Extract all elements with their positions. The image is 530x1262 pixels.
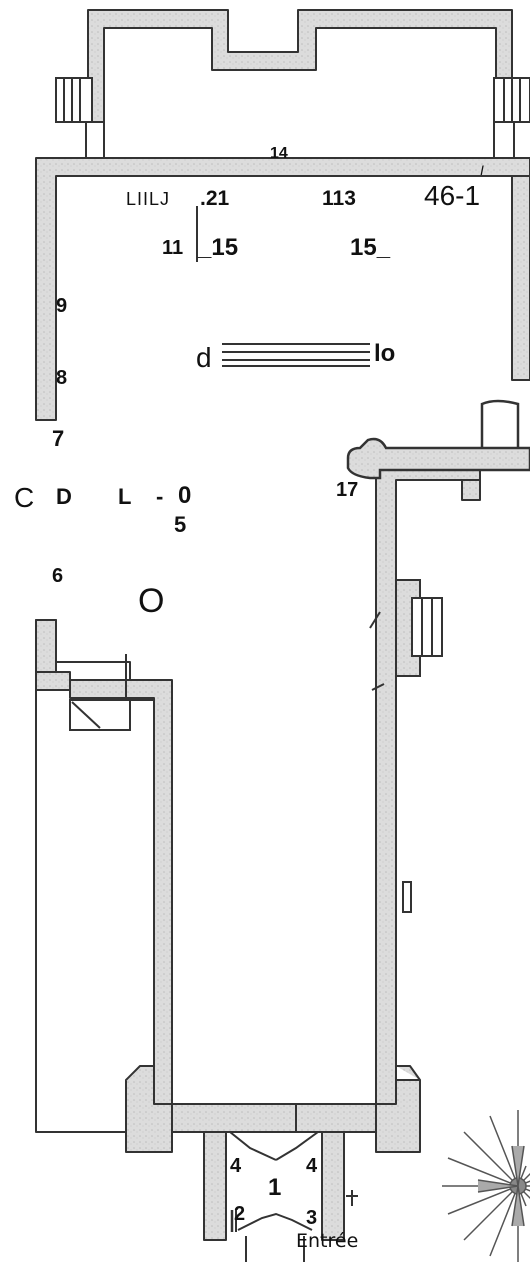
- altar: [222, 343, 370, 367]
- label-L: L: [118, 484, 132, 509]
- label-D: D: [56, 484, 72, 509]
- label-5: 5: [174, 512, 187, 537]
- label-dash: -: [156, 484, 164, 509]
- porch-doors: [229, 1131, 319, 1262]
- compass-rose-icon: [442, 1110, 530, 1262]
- label-9: 9: [56, 295, 68, 317]
- label-lo: lo: [374, 340, 396, 367]
- label-O: O: [138, 582, 165, 620]
- label-italic-1: I: [480, 162, 484, 178]
- label-17: 17: [336, 479, 359, 501]
- label-15-right: 15_: [350, 234, 391, 261]
- right-door: [369, 579, 443, 691]
- nave-walls: [35, 157, 530, 1133]
- label-14: 14: [270, 145, 288, 162]
- label-2: 2: [234, 1203, 246, 1225]
- label-d: d: [196, 342, 212, 373]
- label-C: C: [14, 482, 35, 513]
- label-4-right: 4: [306, 1155, 318, 1177]
- label-15-left: _15: [198, 234, 239, 261]
- apse-right-steps: [493, 77, 530, 161]
- pulpit: [346, 399, 530, 480]
- label-113: 113: [322, 187, 356, 210]
- label-1: 1: [268, 1174, 282, 1201]
- apse-walls: [87, 9, 513, 163]
- label-8: 8: [56, 367, 68, 389]
- label-7: 7: [52, 426, 65, 451]
- label-4-left: 4: [230, 1155, 242, 1177]
- porch-walls: [125, 1065, 421, 1241]
- cross-mark-icon: [346, 1190, 358, 1206]
- label-tl-box: LIILJ: [126, 189, 171, 209]
- left-recess: [69, 654, 131, 731]
- label-46-1: 46-1: [424, 180, 481, 211]
- apse-left-steps: [55, 77, 105, 161]
- label-11: 11: [162, 237, 184, 259]
- label-21: .21: [200, 187, 230, 210]
- label-6: 6: [52, 565, 64, 587]
- label-3: 3: [306, 1207, 318, 1229]
- entrance-label: Entrée: [296, 1230, 359, 1252]
- right-window: [402, 881, 412, 913]
- label-0: 0: [178, 482, 192, 509]
